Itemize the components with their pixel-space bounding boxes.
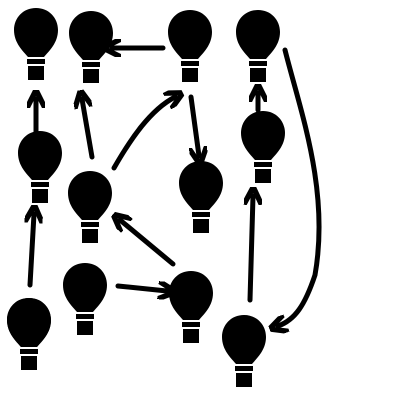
balloon-basket bbox=[82, 229, 98, 243]
balloon-b12-icon bbox=[169, 271, 213, 343]
balloon-band bbox=[82, 62, 100, 67]
arrow-b4-to-b13 bbox=[278, 47, 322, 326]
balloon-envelope bbox=[18, 131, 62, 180]
balloon-band bbox=[76, 314, 94, 319]
balloon-envelope bbox=[236, 10, 280, 59]
balloon-band bbox=[27, 59, 45, 64]
balloon-band bbox=[81, 222, 99, 227]
balloon-band bbox=[235, 366, 253, 371]
balloon-envelope bbox=[222, 315, 266, 364]
balloon-basket bbox=[21, 356, 37, 370]
balloon-envelope bbox=[179, 161, 223, 210]
balloon-envelope bbox=[68, 171, 112, 220]
balloon-basket bbox=[250, 68, 266, 82]
arrow-b7-to-b3 bbox=[111, 97, 175, 171]
balloon-basket bbox=[83, 69, 99, 83]
balloon-basket bbox=[28, 66, 44, 80]
balloon-basket bbox=[32, 189, 48, 203]
balloon-basket bbox=[193, 219, 209, 233]
balloon-basket bbox=[255, 169, 271, 183]
arrow-b12-to-b7 bbox=[120, 220, 176, 267]
arrow-b11-to-b7 bbox=[115, 286, 167, 291]
balloon-b2-icon bbox=[69, 11, 113, 83]
balloons-layer bbox=[7, 8, 285, 387]
balloon-envelope bbox=[7, 298, 51, 347]
balloon-band bbox=[254, 162, 272, 167]
balloon-b10-icon bbox=[7, 298, 51, 370]
arrow-b3-to-b8 bbox=[188, 94, 199, 156]
balloon-basket bbox=[182, 68, 198, 82]
arrows-layer bbox=[30, 47, 322, 326]
balloon-b6-icon bbox=[68, 171, 112, 243]
balloon-envelope bbox=[168, 10, 212, 59]
balloon-b11-icon bbox=[63, 263, 107, 335]
balloon-band bbox=[20, 349, 38, 354]
balloon-envelope bbox=[169, 271, 213, 320]
balloon-envelope bbox=[241, 111, 285, 160]
balloon-b7-icon bbox=[241, 111, 285, 183]
balloon-envelope bbox=[69, 11, 113, 60]
balloon-b5-icon bbox=[18, 131, 62, 203]
balloon-b8-icon bbox=[179, 161, 223, 233]
balloon-envelope bbox=[63, 263, 107, 312]
balloon-b4-icon bbox=[236, 10, 280, 82]
arrow-b13-to-b9 bbox=[250, 196, 253, 303]
balloon-basket bbox=[77, 321, 93, 335]
balloon-b13-icon bbox=[222, 315, 266, 387]
balloon-b3-icon bbox=[168, 10, 212, 82]
arrow-b6-to-b2 bbox=[82, 99, 95, 160]
balloon-basket bbox=[236, 373, 252, 387]
balloon-band bbox=[181, 61, 199, 66]
balloon-b1-icon bbox=[14, 8, 58, 80]
balloon-band bbox=[182, 322, 200, 327]
balloon-envelope bbox=[14, 8, 58, 57]
arrow-b10-to-b5 bbox=[30, 214, 34, 288]
balloon-basket bbox=[183, 329, 199, 343]
balloon-band bbox=[31, 182, 49, 187]
balloon-band bbox=[192, 212, 210, 217]
balloon-band bbox=[249, 61, 267, 66]
